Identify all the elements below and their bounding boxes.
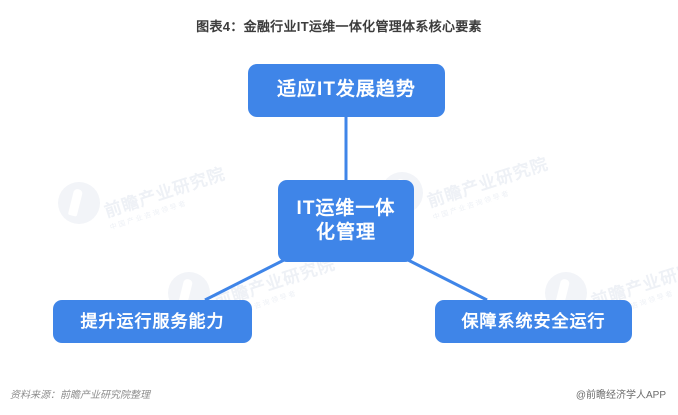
diagram-node-top-label: 适应IT发展趋势 bbox=[277, 79, 416, 101]
diagram-node-bottom-right[interactable]: 保障系统安全运行 bbox=[435, 300, 632, 343]
diagram-node-center-label: IT运维一体 化管理 bbox=[297, 197, 396, 246]
connector-center-to-bottom-left bbox=[204, 258, 285, 302]
diagram-node-center-label-line2: 化管理 bbox=[315, 222, 376, 243]
diagram-node-center[interactable]: IT运维一体 化管理 bbox=[278, 180, 414, 262]
diagram-node-bottom-left[interactable]: 提升运行服务能力 bbox=[53, 300, 252, 343]
diagram-node-top[interactable]: 适应IT发展趋势 bbox=[248, 64, 445, 117]
chart-title: 图表4：金融行业IT运维一体化管理体系核心要素 bbox=[196, 19, 482, 34]
diagram-node-bottom-right-label: 保障系统安全运行 bbox=[461, 311, 606, 331]
brand-credit: @前瞻经济学人APP bbox=[575, 390, 666, 401]
source-note: 资料来源：前瞻产业研究院整理 bbox=[10, 390, 150, 401]
diagram-node-center-label-line1: IT运维一体 bbox=[296, 197, 396, 219]
connector-center-to-bottom-right bbox=[407, 258, 488, 302]
diagram-node-bottom-left-label: 提升运行服务能力 bbox=[80, 311, 225, 331]
